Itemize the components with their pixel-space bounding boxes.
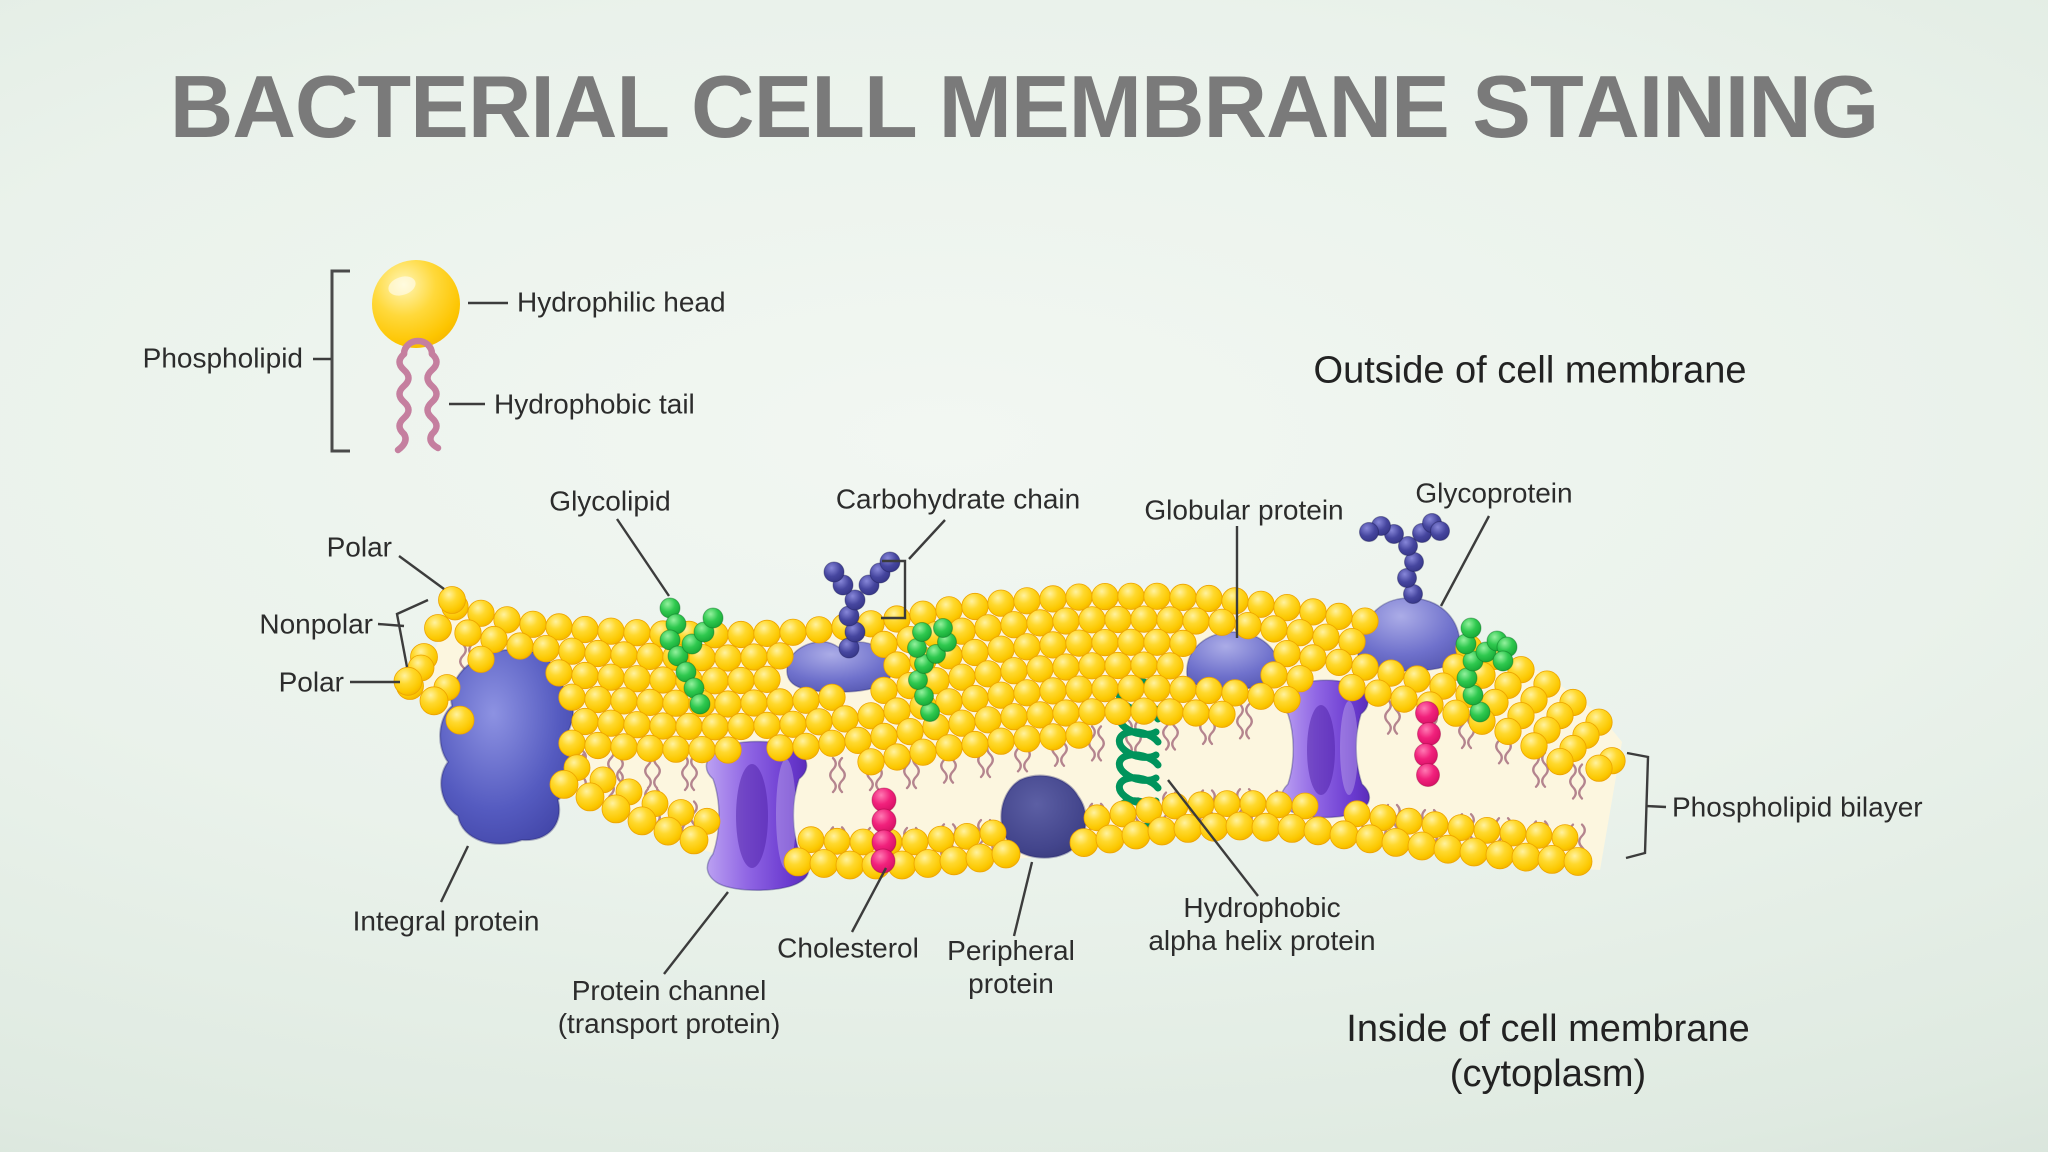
label-integral-protein: Integral protein xyxy=(352,905,540,937)
label-peripheral-protein: Peripheral protein xyxy=(947,934,1075,999)
label-polar-top: Polar xyxy=(326,531,392,563)
label-phospholipid: Phospholipid xyxy=(142,342,303,374)
peripheral-protein-shape xyxy=(1000,774,1087,859)
hydrophobic-tail-squiggle xyxy=(394,350,412,454)
hydrophilic-head-ball xyxy=(372,260,460,348)
label-hydrophilic-head: Hydrophilic head xyxy=(517,286,726,318)
label-phospholipid-bilayer: Phospholipid bilayer xyxy=(1672,791,1923,823)
label-hydrophobic-alpha-helix: Hydrophobic alpha helix protein xyxy=(1148,891,1376,956)
page-title: BACTERIAL CELL MEMBRANE STAINING xyxy=(169,57,1879,156)
label-hydrophobic-tail: Hydrophobic tail xyxy=(494,388,695,420)
label-cholesterol: Cholesterol xyxy=(777,932,919,964)
glycolipids xyxy=(659,597,1518,723)
label-polar-bottom: Polar xyxy=(278,666,344,698)
leader-lines xyxy=(350,515,1667,975)
label-globular-protein: Globular protein xyxy=(1144,494,1344,526)
label-inside-of-cell-membrane: Inside of cell membrane (cytoplasm) xyxy=(1346,1008,1750,1095)
label-glycolipid: Glycolipid xyxy=(549,485,671,517)
label-carbohydrate-chain: Carbohydrate chain xyxy=(835,483,1081,515)
label-glycoprotein: Glycoprotein xyxy=(1415,477,1573,509)
phospholipid-legend xyxy=(313,260,508,454)
label-protein-channel: Protein channel (transport protein) xyxy=(557,974,781,1039)
cholesterol-chains xyxy=(870,701,1441,874)
label-outside-of-cell-membrane: Outside of cell membrane xyxy=(1313,349,1747,392)
label-nonpolar: Nonpolar xyxy=(259,608,373,640)
